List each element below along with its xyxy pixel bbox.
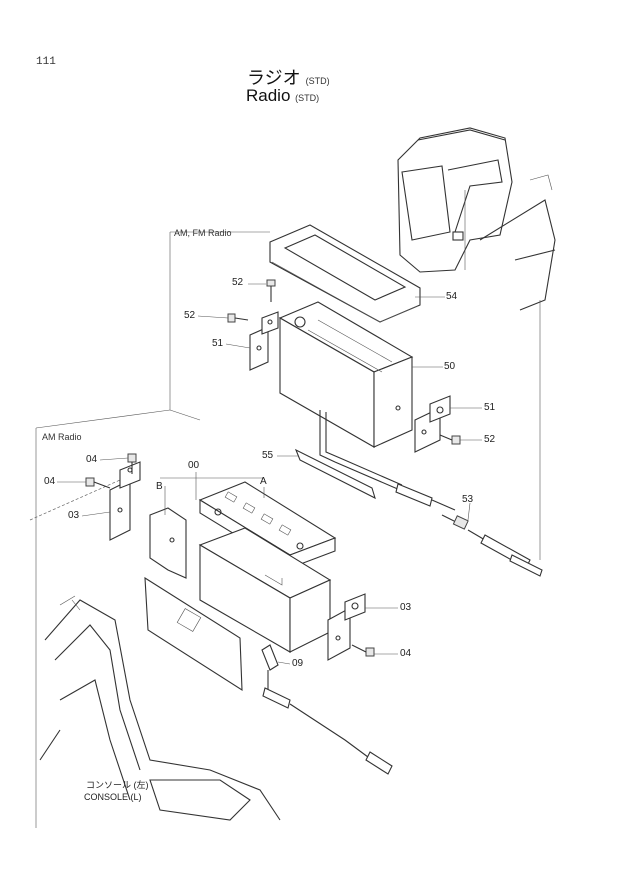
callout-00: 00 — [188, 460, 200, 471]
callout-a: A — [260, 476, 267, 487]
callout-52-right: 52 — [484, 434, 496, 445]
title-en-text: Radio — [246, 86, 291, 105]
callout-03-right: 03 — [400, 602, 412, 613]
part-03-bracket-right — [327, 593, 366, 661]
callout-50: 50 — [444, 361, 456, 372]
section-label-am-fm: AM, FM Radio — [174, 228, 232, 238]
part-09-cable — [261, 644, 393, 775]
callout-55: 55 — [262, 450, 274, 461]
lower-radio-box — [198, 527, 332, 653]
title-english: Radio (STD) — [246, 86, 319, 106]
callout-03-left: 03 — [68, 510, 80, 521]
part-04-bolt-left — [85, 477, 111, 489]
part-52-bolt-left — [227, 313, 249, 323]
title-japanese: ラジオ (STD) — [247, 64, 330, 90]
callout-52-left: 52 — [184, 310, 196, 321]
callout-04-upper: 04 — [86, 454, 98, 465]
leader-lines — [57, 283, 482, 665]
upper-antenna-cable — [319, 410, 456, 511]
part-52-bolt-top — [266, 279, 276, 302]
part-b-side-plate — [149, 507, 187, 579]
callout-51-left: 51 — [212, 338, 224, 349]
title-jp-text: ラジオ — [247, 68, 301, 88]
console-label-jp: コンソール (左) — [86, 780, 149, 790]
console-label-en: CONSOLE (L) — [84, 792, 142, 802]
callout-04-right: 04 — [400, 648, 412, 659]
part-51-bracket-right — [414, 395, 451, 453]
callout-04-left: 04 — [44, 476, 56, 487]
callout-54: 54 — [446, 291, 458, 302]
page-number: 111 — [36, 56, 56, 68]
part-52-bolt-right — [439, 434, 461, 445]
part-51-bracket-left — [249, 311, 279, 371]
callout-09: 09 — [292, 658, 304, 669]
callout-b: B — [156, 481, 163, 492]
title-jp-suffix: (STD) — [305, 76, 330, 86]
title-en-suffix: (STD) — [295, 93, 320, 103]
console-panel — [144, 576, 243, 692]
callout-52-top: 52 — [232, 277, 244, 288]
cab-outline — [397, 127, 556, 311]
section-label-am: AM Radio — [42, 432, 82, 442]
callout-53: 53 — [462, 494, 474, 505]
upper-section-frame — [169, 231, 541, 560]
part-03-bracket-left — [109, 461, 141, 541]
part-55-strip — [294, 448, 376, 500]
part-53-antenna-lead — [441, 514, 543, 577]
part-50-radio-box — [278, 301, 414, 448]
console-outline — [39, 595, 281, 821]
part-04-bolt-right — [351, 644, 375, 657]
callout-51-right: 51 — [484, 402, 496, 413]
part-54-cover — [269, 224, 421, 323]
